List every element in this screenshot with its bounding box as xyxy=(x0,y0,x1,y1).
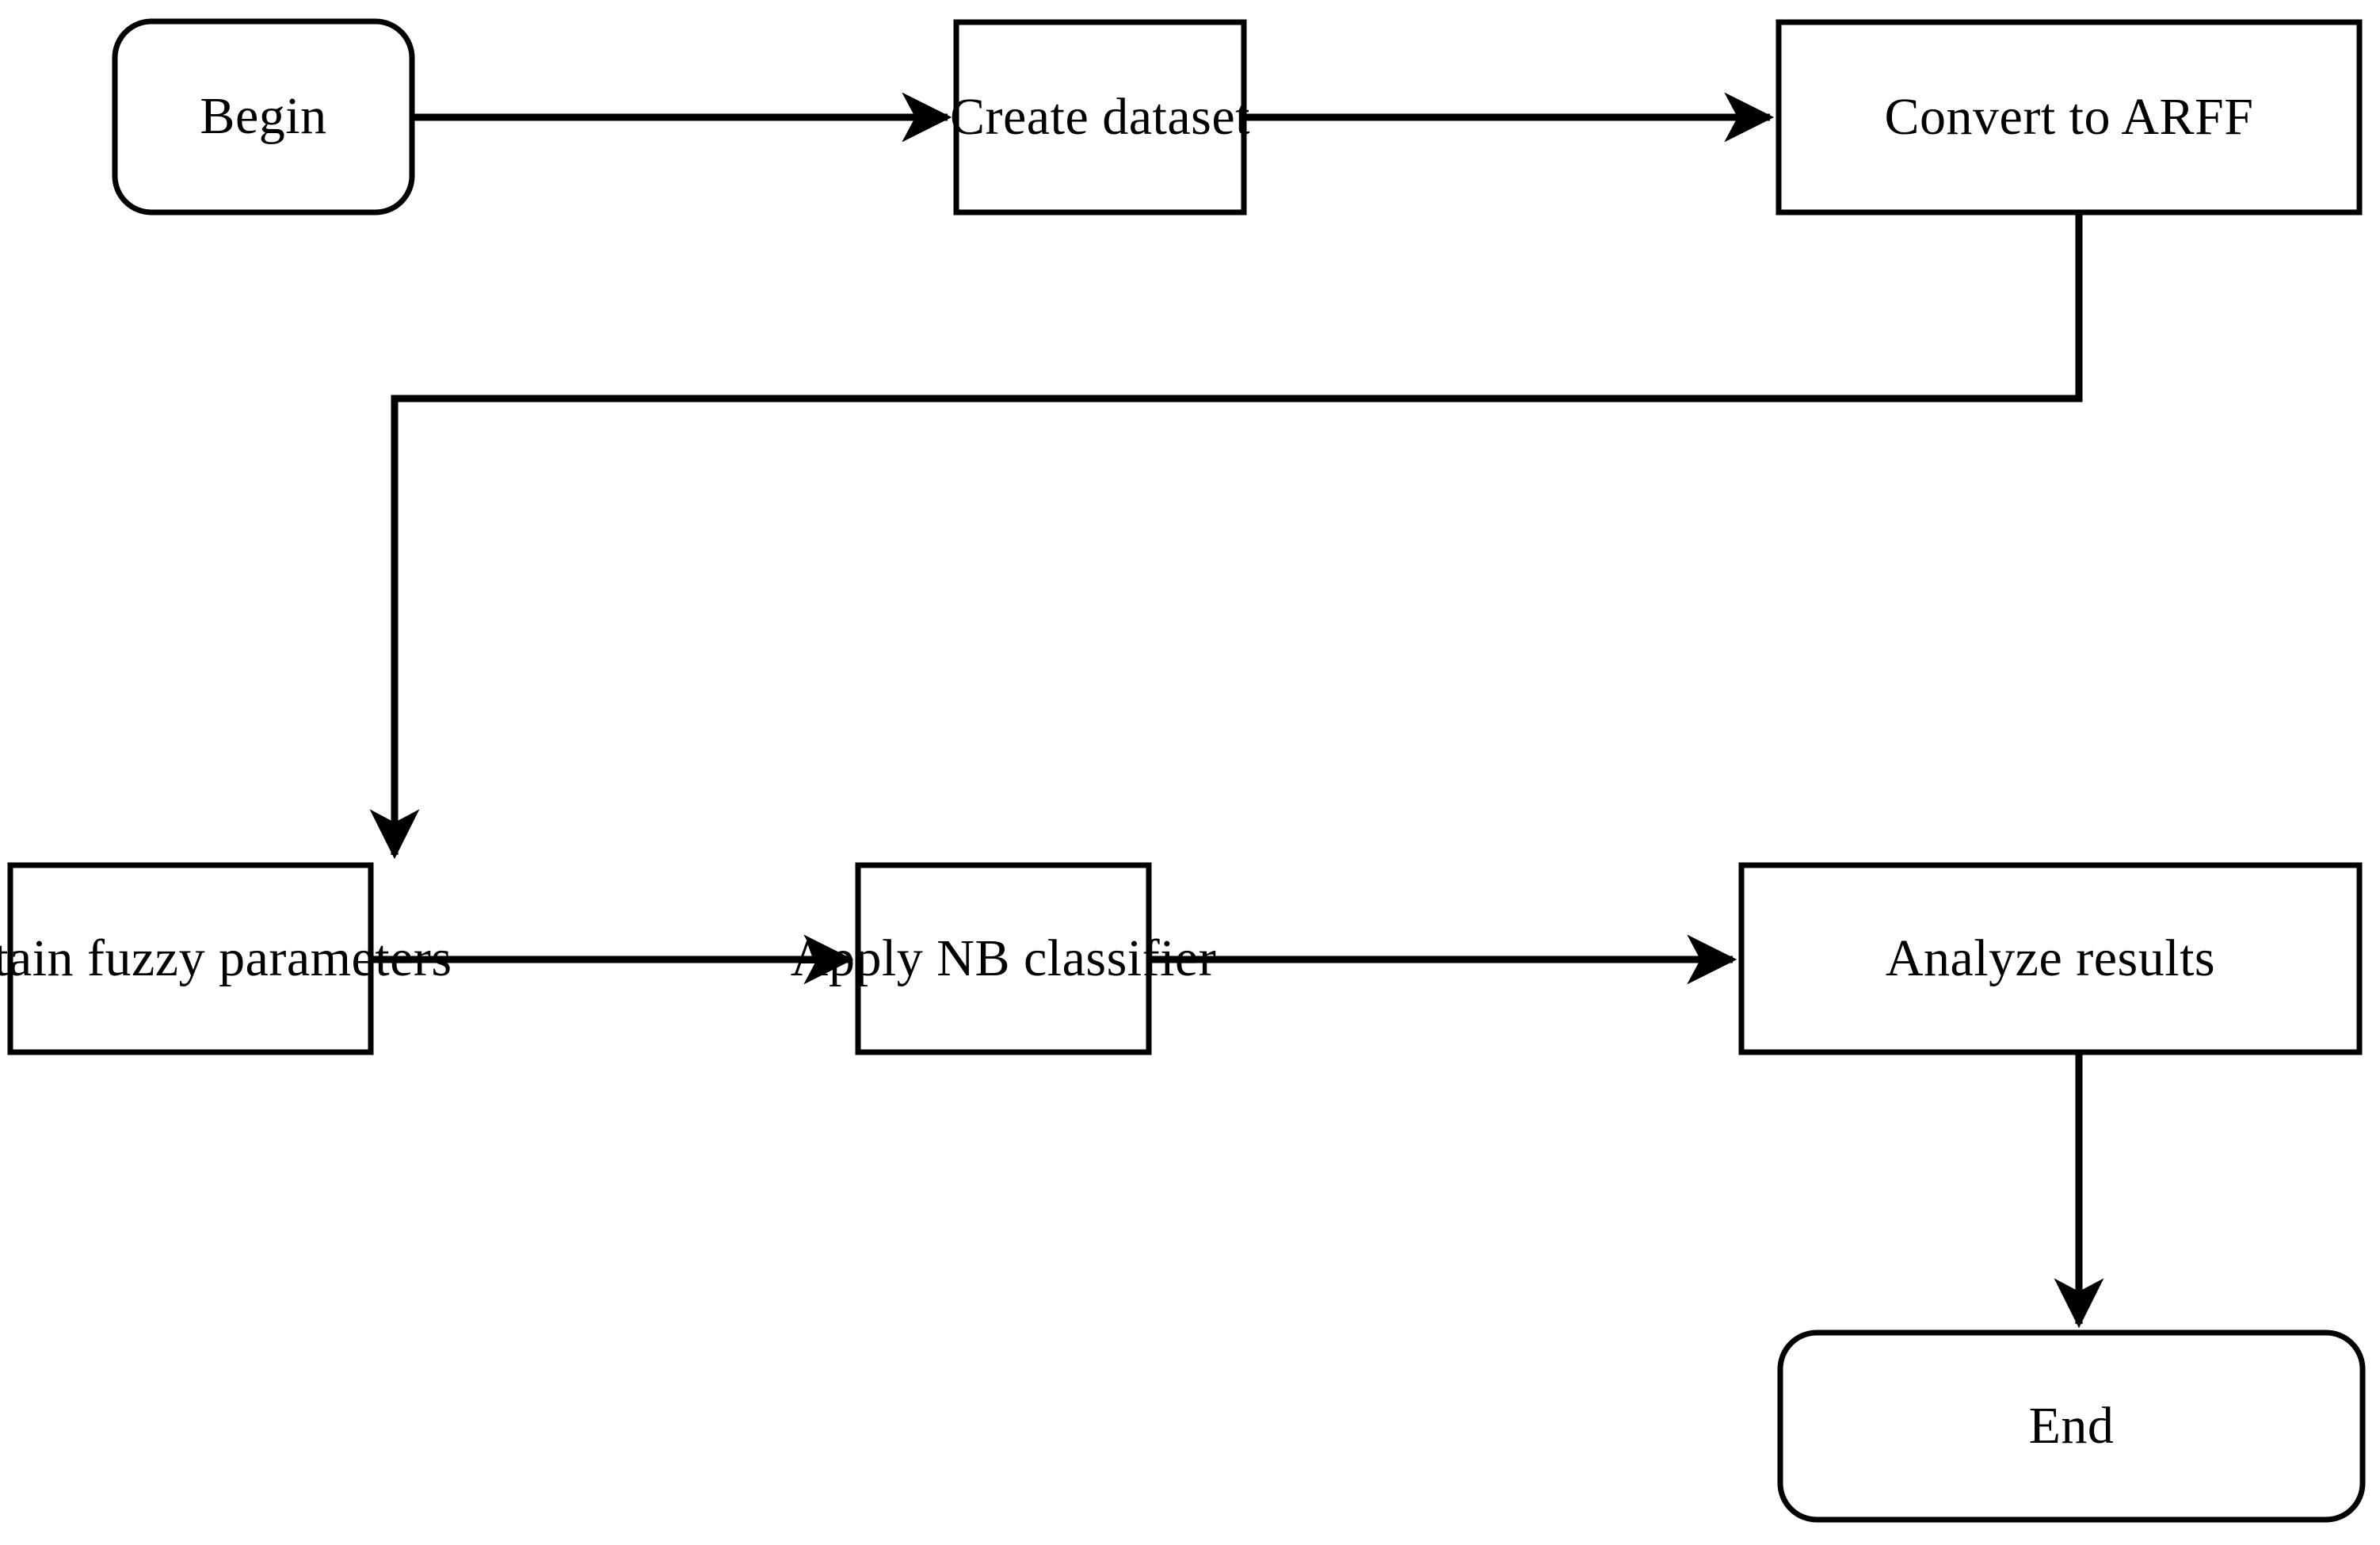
node-obtain-fuzzy-parameters[interactable] xyxy=(10,865,371,1052)
node-shape-analyze-results xyxy=(1738,862,2363,1055)
node-shape-obtain-fuzzy-parameters xyxy=(7,862,374,1055)
node-end[interactable] xyxy=(1780,1333,2363,1520)
node-shape-create-dataset xyxy=(953,19,1247,216)
node-shape-end xyxy=(1777,1329,2366,1523)
node-shape-apply-nb-classifier xyxy=(855,862,1152,1055)
node-begin[interactable] xyxy=(115,21,412,212)
node-analyze-results[interactable] xyxy=(1741,865,2359,1052)
edge-convert-to-arff-obtain-fuzzy-parameters xyxy=(369,212,2083,860)
node-convert-to-arff[interactable] xyxy=(1779,22,2359,212)
node-apply-nb-classifier[interactable] xyxy=(858,865,1149,1052)
node-create-dataset[interactable] xyxy=(956,22,1244,212)
node-shape-convert-to-arff xyxy=(1775,19,2363,216)
